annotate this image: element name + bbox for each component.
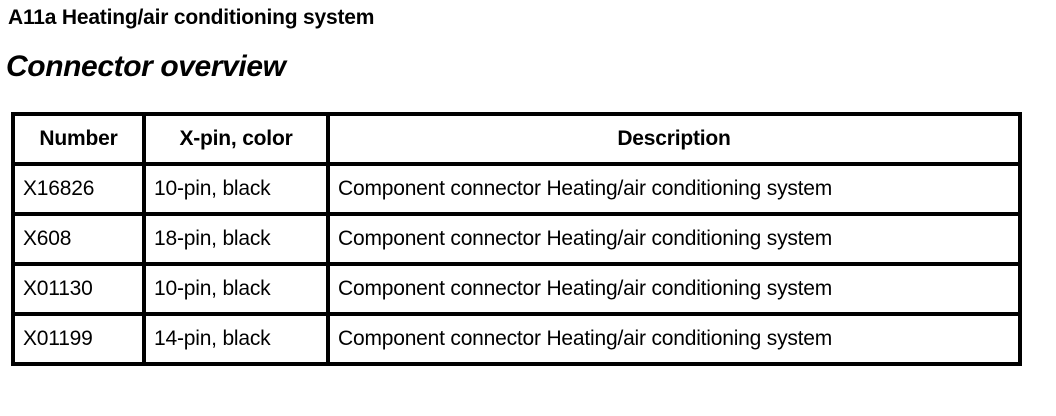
table-header-row: Number X-pin, color Description	[11, 112, 1022, 166]
cell-description: Component connector Heating/air conditio…	[326, 312, 1022, 366]
table-row: X01130 10-pin, black Component connector…	[11, 262, 1022, 316]
page-title: A11a Heating/air conditioning system	[8, 6, 375, 29]
cell-number: X01199	[11, 312, 146, 366]
column-header-xpin-color: X-pin, color	[142, 112, 330, 166]
cell-number: X16826	[11, 162, 146, 216]
cell-number: X608	[11, 212, 146, 266]
table-row: X01199 14-pin, black Component connector…	[11, 312, 1022, 366]
cell-description: Component connector Heating/air conditio…	[326, 162, 1022, 216]
table-header: Number X-pin, color Description	[11, 112, 1022, 166]
table-row: X16826 10-pin, black Component connector…	[11, 162, 1022, 216]
cell-number: X01130	[11, 262, 146, 316]
cell-xpin-color: 14-pin, black	[142, 312, 330, 366]
cell-description: Component connector Heating/air conditio…	[326, 262, 1022, 316]
table-row: X608 18-pin, black Component connector H…	[11, 212, 1022, 266]
table-body: X16826 10-pin, black Component connector…	[11, 162, 1022, 366]
connector-overview-table: Number X-pin, color Description X16826 1…	[11, 112, 1022, 366]
cell-xpin-color: 10-pin, black	[142, 262, 330, 316]
cell-description: Component connector Heating/air conditio…	[326, 212, 1022, 266]
cell-xpin-color: 18-pin, black	[142, 212, 330, 266]
column-header-number: Number	[11, 112, 146, 166]
column-header-description: Description	[326, 112, 1022, 166]
cell-xpin-color: 10-pin, black	[142, 162, 330, 216]
page-subtitle: Connector overview	[6, 50, 286, 83]
